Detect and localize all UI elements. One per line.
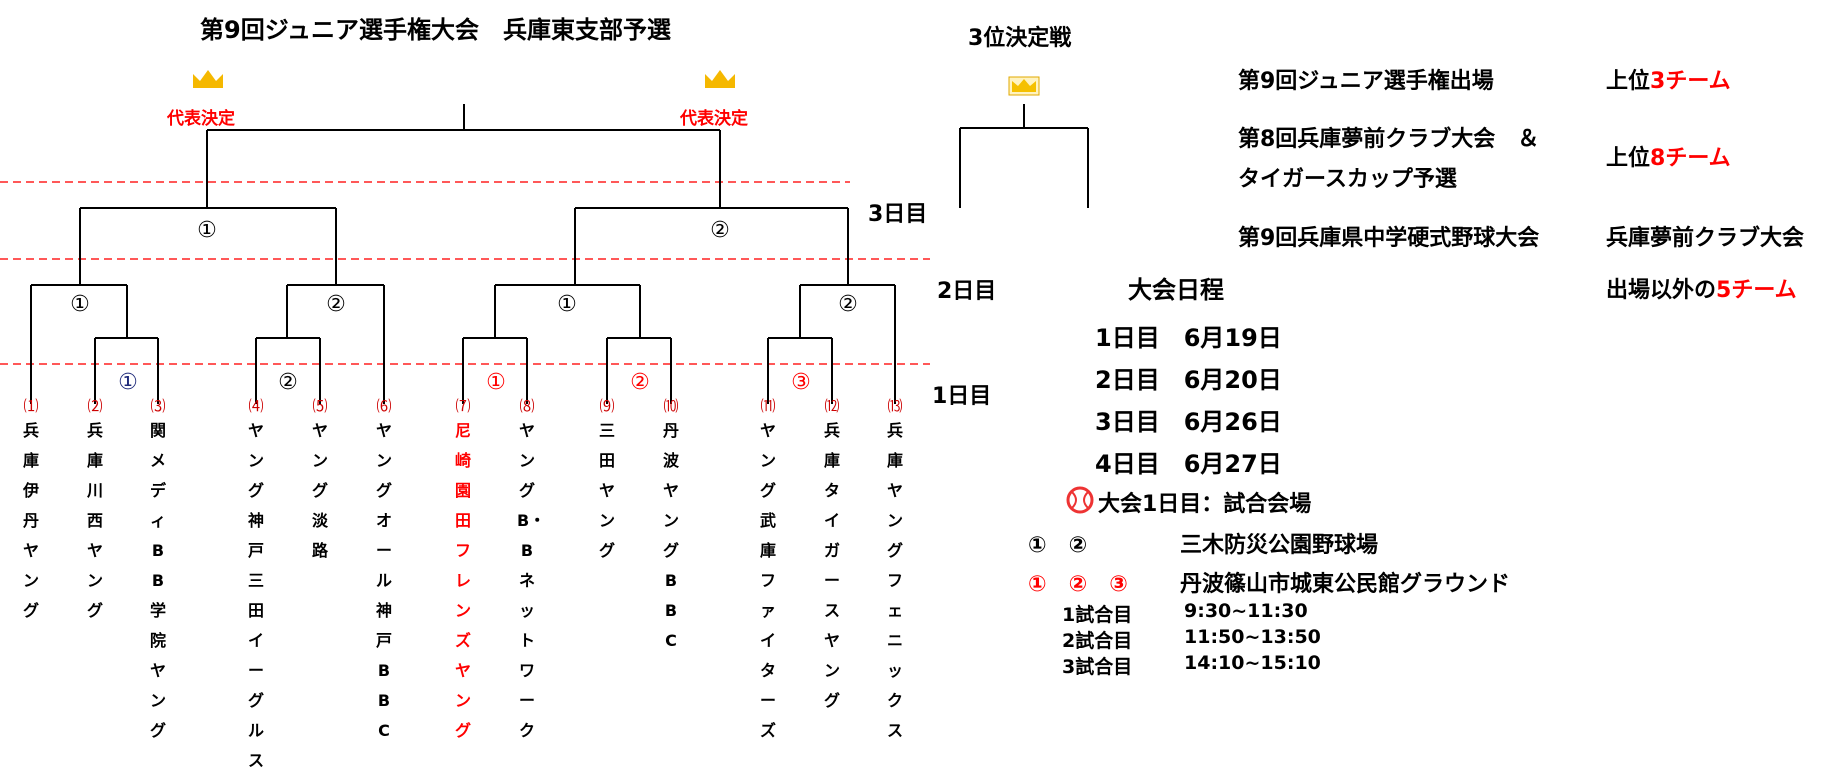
match-d2-3: ① xyxy=(557,292,577,317)
team-4: ⑷ ヤング神戸三田イーグルス xyxy=(244,396,268,776)
team-name: 関メディBB学院ヤング xyxy=(149,421,166,740)
time3-label: 3試合目 xyxy=(1062,656,1133,678)
team-number: ⑸ xyxy=(312,397,328,415)
day1-label: 1日目 xyxy=(932,384,992,409)
d2-group4-bracket xyxy=(799,284,896,404)
team-name: ヤングB・Bネットワーク xyxy=(517,421,546,740)
team-number: ⑵ xyxy=(87,397,103,415)
team-number: ⑴ xyxy=(23,397,39,415)
team-10: ⑽ 丹波ヤングBBC xyxy=(659,396,683,656)
team-name: ヤング神戸三田イーグルス xyxy=(247,421,264,770)
qualify-row1-value: 上位3チーム xyxy=(1606,69,1731,94)
qualify-row2-label-b: タイガースカップ予選 xyxy=(1238,167,1457,192)
team-1: ⑴ 兵庫伊丹ヤング xyxy=(19,396,43,626)
team-name: 尼崎園田フレンズヤング xyxy=(454,421,471,740)
team-9: ⑼ 三田ヤング xyxy=(595,396,619,566)
time2-value: 11:50~13:50 xyxy=(1184,626,1321,648)
match-d1-5: ③ xyxy=(791,370,811,395)
schedule-day1: 1日目 6月19日 xyxy=(1095,324,1282,352)
d1-match4-bracket xyxy=(606,337,672,404)
d3-left-bracket xyxy=(79,207,337,285)
crown-icon-left xyxy=(193,70,223,88)
venue2-marks: ① ② ③ xyxy=(1028,572,1128,597)
team-name: 兵庫伊丹ヤング xyxy=(22,421,39,620)
day3-label: 3日目 xyxy=(868,202,928,227)
d2-group1-bracket xyxy=(30,284,128,404)
qualify-row3-right: 兵庫夢前クラブ大会 xyxy=(1606,226,1805,251)
day2-label: 2日目 xyxy=(937,279,997,304)
qualify-row2-label-a: 第8回兵庫夢前クラブ大会 ＆ xyxy=(1238,127,1540,152)
team-name: 兵庫川西ヤング xyxy=(86,421,103,620)
rep-label-right: 代表決定 xyxy=(680,109,748,129)
rep-label-left: 代表決定 xyxy=(167,109,235,129)
match-d2-4: ② xyxy=(838,292,858,317)
team-name: 三田ヤング xyxy=(598,421,615,560)
team-name: ヤングオール神戸BBC xyxy=(375,421,392,740)
d2-group3-bracket xyxy=(494,284,641,338)
d1-match3-bracket xyxy=(462,337,528,404)
time1-value: 9:30~11:30 xyxy=(1184,600,1308,622)
qualify-row4: 出場以外の5チーム xyxy=(1606,278,1797,303)
team-number: ⑾ xyxy=(760,397,776,415)
d1-match2-bracket xyxy=(255,337,321,404)
baseball-icon xyxy=(1066,486,1094,514)
match-d2-1: ① xyxy=(70,292,90,317)
match-d3-left: ① xyxy=(197,218,217,243)
team-5: ⑸ ヤング淡路 xyxy=(308,396,332,566)
team-name: ヤング武庫ファイターズ xyxy=(759,421,776,740)
match-d1-4: ② xyxy=(630,370,650,395)
venue2-name: 丹波篠山市城東公民館グラウンド xyxy=(1180,572,1511,597)
match-d1-1: ① xyxy=(118,370,138,395)
team-number: ⑽ xyxy=(663,397,679,415)
venue1-name: 三木防災公園野球場 xyxy=(1180,533,1379,558)
d1-match1-bracket xyxy=(94,337,159,404)
team-6: ⑹ ヤングオール神戸BBC xyxy=(372,396,396,746)
schedule-day3: 3日目 6月26日 xyxy=(1095,408,1282,436)
team-name: ヤング淡路 xyxy=(311,421,328,560)
team-13: ⒀ 兵庫ヤングフェニックス xyxy=(883,396,907,746)
team-7: ⑺ 尼崎園田フレンズヤング xyxy=(451,396,475,746)
time3-value: 14:10~15:10 xyxy=(1184,652,1321,674)
team-number: ⑿ xyxy=(824,397,840,415)
schedule-day4: 4日目 6月27日 xyxy=(1095,450,1282,478)
crown-icon-third xyxy=(1008,76,1040,96)
schedule-day2: 2日目 6月20日 xyxy=(1095,366,1282,394)
qualify-row3-label: 第9回兵庫県中学硬式野球大会 xyxy=(1238,226,1540,251)
qualify-row2-value: 上位8チーム xyxy=(1606,146,1731,171)
team-number: ⒀ xyxy=(887,397,903,415)
crown-icon-right xyxy=(705,70,735,88)
final-bracket xyxy=(206,104,721,208)
team-number: ⑺ xyxy=(455,397,471,415)
team-number: ⑼ xyxy=(599,397,615,415)
tournament-title: 第9回ジュニア選手権大会 兵庫東支部予選 xyxy=(200,16,672,44)
third-place-bracket xyxy=(959,104,1089,208)
match-d1-3: ① xyxy=(486,370,506,395)
qualify-row1-label: 第9回ジュニア選手権出場 xyxy=(1238,69,1494,94)
match-d2-2: ② xyxy=(326,292,346,317)
team-11: ⑾ ヤング武庫ファイターズ xyxy=(756,396,780,746)
d2-group2-bracket xyxy=(286,284,385,404)
team-number: ⑶ xyxy=(150,397,166,415)
team-number: ⑻ xyxy=(519,397,535,415)
team-2: ⑵ 兵庫川西ヤング xyxy=(83,396,107,626)
team-8: ⑻ ヤングB・Bネットワーク xyxy=(515,396,546,746)
team-number: ⑷ xyxy=(248,397,264,415)
team-12: ⑿ 兵庫タイガースヤング xyxy=(820,396,844,716)
venue1-marks: ① ② xyxy=(1028,533,1088,558)
d1-match5-bracket xyxy=(767,337,833,404)
venues-title: 大会1日目：試合会場 xyxy=(1098,492,1312,517)
team-name: 丹波ヤングBBC xyxy=(662,421,679,650)
team-name: 兵庫タイガースヤング xyxy=(823,421,840,710)
team-3: ⑶ 関メディBB学院ヤング xyxy=(146,396,170,746)
match-d1-2: ② xyxy=(278,370,298,395)
time2-label: 2試合目 xyxy=(1062,630,1133,652)
team-name: 兵庫ヤングフェニックス xyxy=(886,421,903,740)
team-number: ⑹ xyxy=(376,397,392,415)
schedule-title: 大会日程 xyxy=(1128,276,1224,304)
third-place-title: 3位決定戦 xyxy=(968,26,1072,51)
d3-right-bracket xyxy=(574,207,849,285)
time1-label: 1試合目 xyxy=(1062,604,1133,626)
match-d3-right: ② xyxy=(710,218,730,243)
